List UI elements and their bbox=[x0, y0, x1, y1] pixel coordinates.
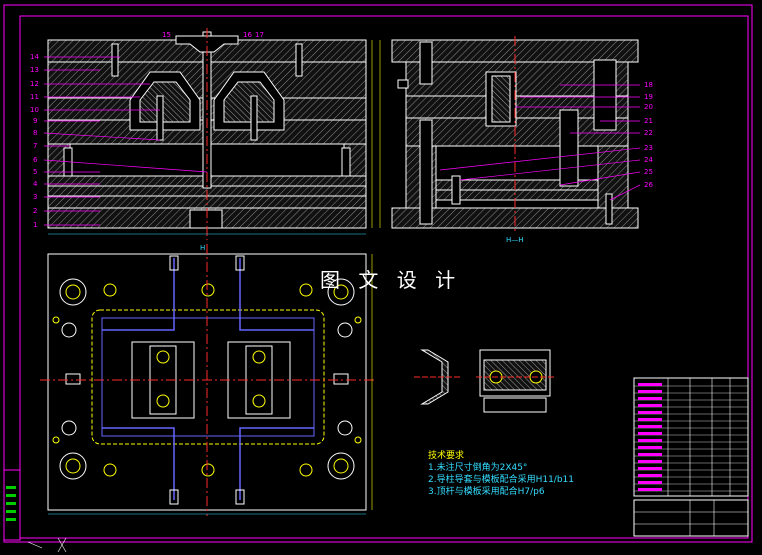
part-label: 21 bbox=[644, 117, 653, 125]
part-label: 4 bbox=[33, 180, 38, 188]
part-label: 25 bbox=[644, 168, 653, 176]
title-block-cell-text bbox=[638, 453, 662, 456]
part-label: 8 bbox=[33, 129, 37, 137]
drawing-border bbox=[3, 4, 753, 543]
technical-note-item: 3.顶杆与模板采用配合H7/p6 bbox=[428, 487, 545, 497]
part-label: 2 bbox=[33, 207, 37, 215]
part-label: 19 bbox=[644, 93, 653, 101]
title-block-cell-text bbox=[638, 390, 662, 393]
part-label: 18 bbox=[644, 81, 653, 89]
title-block-cell-text bbox=[638, 404, 662, 407]
title-block-cell-text bbox=[638, 460, 662, 463]
section-label-h: H bbox=[200, 244, 205, 252]
title-block-cell-text bbox=[638, 411, 662, 414]
part-label: 6 bbox=[33, 156, 38, 164]
part-label: 13 bbox=[30, 66, 39, 74]
plan-view bbox=[40, 244, 374, 516]
technical-note-item: 1.未注尺寸倒角为2X45° bbox=[428, 463, 528, 473]
part-label: 17 bbox=[255, 31, 264, 39]
side-section-view bbox=[391, 36, 639, 232]
left-leaders bbox=[43, 56, 208, 226]
part-label: 26 bbox=[644, 181, 653, 189]
title-block-cell-text bbox=[638, 488, 662, 491]
title-block-cell-text bbox=[638, 439, 662, 442]
title-block-cell-text bbox=[638, 383, 662, 386]
title-block-cell-text bbox=[638, 467, 662, 470]
title-block-cell-text bbox=[638, 418, 662, 421]
part-label: 15 bbox=[162, 31, 171, 39]
part-label: 1 bbox=[33, 221, 37, 229]
part-label: 23 bbox=[644, 144, 653, 152]
part-label: 5 bbox=[33, 168, 37, 176]
title-block bbox=[633, 377, 749, 537]
right-leaders bbox=[439, 84, 641, 201]
title-block-cell-text bbox=[638, 481, 662, 484]
title-block-cell-text bbox=[638, 474, 662, 477]
title-block-cell-text bbox=[638, 446, 662, 449]
part-label: 16 bbox=[243, 31, 252, 39]
drawing-frame-inner bbox=[19, 15, 749, 539]
section-label-hh: H—H bbox=[506, 236, 524, 244]
watermark-text: 图 文 设 计 bbox=[320, 268, 462, 292]
technical-note-item: 2.导柱导套与模板配合采用H11/b11 bbox=[428, 475, 575, 485]
title-block-cell-text bbox=[638, 432, 662, 435]
left-part-labels: 14 13 12 11 10 9 8 7 6 5 4 3 2 1 bbox=[30, 53, 39, 229]
title-block-text bbox=[638, 383, 662, 491]
part-label: 11 bbox=[30, 93, 39, 101]
part-label: 3 bbox=[33, 193, 37, 201]
part-detail-views bbox=[414, 349, 554, 413]
top-part-labels: 15 16 17 bbox=[162, 31, 264, 39]
technical-notes-title: 技术要求 bbox=[428, 451, 465, 461]
left-edge-legend bbox=[3, 469, 67, 553]
part-label: 10 bbox=[30, 106, 39, 114]
technical-notes: 技术要求 1.未注尺寸倒角为2X45° 2.导柱导套与模板配合采用H11/b11… bbox=[428, 450, 574, 498]
main-section-view bbox=[47, 28, 381, 240]
part-label: 22 bbox=[644, 129, 653, 137]
part-label: 12 bbox=[30, 80, 39, 88]
part-label: 9 bbox=[33, 117, 37, 125]
part-label: 14 bbox=[30, 53, 39, 61]
right-part-labels: 18 19 20 21 22 23 24 25 26 bbox=[644, 81, 653, 189]
part-label: 20 bbox=[644, 103, 653, 111]
part-label: 7 bbox=[33, 142, 37, 150]
title-block-cell-text bbox=[638, 397, 662, 400]
title-block-cell-text bbox=[638, 425, 662, 428]
part-label: 24 bbox=[644, 156, 653, 164]
